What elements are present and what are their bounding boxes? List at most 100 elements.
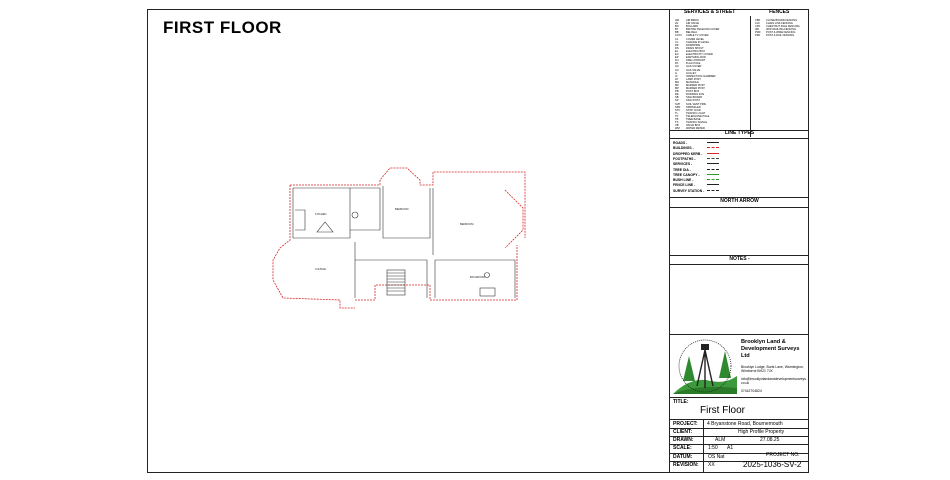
notes-header: NOTES - xyxy=(729,256,750,262)
legend-row: SP SIGN POST xyxy=(675,99,719,102)
legend-code: CPF xyxy=(755,25,761,29)
legend-code: CBF xyxy=(755,19,761,22)
line-type-sample xyxy=(707,184,719,186)
legend-code: PRF xyxy=(755,34,761,38)
company-phone: 07442704824 xyxy=(741,389,762,393)
theodolite-icon xyxy=(701,344,709,350)
line-type-label: TREE CANOPY - xyxy=(673,172,700,177)
room-label-kitchen: KITCHEN xyxy=(315,212,327,216)
legend-code: G xyxy=(675,71,678,75)
line-type-label: FOOTPATHS - xyxy=(673,156,696,161)
legend-code: DP xyxy=(675,43,679,47)
plan-outer-wall-bottom xyxy=(355,245,518,301)
revision-label: REVISION: xyxy=(673,462,699,468)
legend-code: WM xyxy=(675,127,680,131)
legend-code: SB xyxy=(675,96,679,100)
line-type-label: SURVEY STATION - xyxy=(673,188,705,193)
legend-description: COVER LEVEL xyxy=(686,37,705,41)
company-email[interactable]: info@brooklynlandanddevelopmentsurveys.c… xyxy=(741,377,807,385)
legend-code: PB xyxy=(675,90,679,94)
legend-code: IC xyxy=(675,74,678,78)
legend-description: BELISHA xyxy=(686,31,697,35)
title-value: First Floor xyxy=(700,405,745,416)
legend-code: FP xyxy=(675,62,679,66)
plan-outer-wall-left xyxy=(272,185,355,309)
line-type-label: BUILDINGS - xyxy=(673,146,694,151)
legend-code: BT xyxy=(675,28,679,32)
legend-description: CHESTNUT PALE FENCING xyxy=(766,25,800,29)
legend-description: GAS COVER xyxy=(686,65,702,69)
legend-description: TRAFFIC SIGNAL xyxy=(686,121,708,125)
project-no-label: PROJECT NO. xyxy=(766,452,800,458)
legend-code: MH xyxy=(675,80,680,84)
legend-code: BO xyxy=(675,25,679,29)
revision-value: XX xyxy=(708,462,715,468)
datum-label: DATUM: xyxy=(673,454,693,460)
line-type-sample xyxy=(707,157,719,160)
legend-code: SP xyxy=(675,99,679,103)
legend-description: RODDING EYE xyxy=(686,93,705,97)
line-type-row: BUILDINGS - xyxy=(673,146,719,151)
legend-description: MARKER POST xyxy=(686,87,705,91)
legend-row: TS TRAFFIC SIGNAL xyxy=(675,121,719,124)
legend-row: MK MARKER POST xyxy=(675,84,719,87)
legend-row: EL ELECTRIC BOX xyxy=(675,50,719,53)
legend-description: SIGN POST xyxy=(686,99,701,103)
legend-row: GC GAS COVER xyxy=(675,65,719,68)
logo-ring xyxy=(678,339,732,393)
line-type-sample xyxy=(707,168,719,171)
legend-row: DP DOWNPIPE xyxy=(675,44,719,47)
legend-description: DOWNPIPE xyxy=(686,43,701,47)
legend-code: SVP xyxy=(675,102,681,106)
legend-code: EL xyxy=(675,49,679,53)
title-label: TITLE: xyxy=(673,399,689,405)
legend-description: EARTHING ROD xyxy=(686,56,706,60)
room-label-bedroom-1: BEDROOM xyxy=(395,207,408,211)
line-types-header: LINE TYPES xyxy=(724,130,755,136)
legend-description: CLOSE BOARD FENCING xyxy=(766,19,798,22)
legend-code: CL xyxy=(675,37,679,41)
legend-description: POST BOX xyxy=(686,90,700,94)
legend-code: CLF xyxy=(755,22,760,26)
room-label-bedroom-2: BEDROOM xyxy=(460,222,473,226)
client-label: CLIENT: xyxy=(673,429,693,435)
legend-description: TRAFFIC LIGHT xyxy=(686,111,706,115)
legend-description: DRAIN SPOUT xyxy=(686,46,704,50)
plan-inner-walls xyxy=(292,186,516,298)
legend-description: FIRE HYDRANT xyxy=(686,59,706,63)
legend-row: PB POST BOX xyxy=(675,90,719,93)
legend-description: MARKER POST xyxy=(686,83,705,87)
survey-tripod-icon xyxy=(696,349,714,388)
legend-code: TL xyxy=(675,111,679,115)
plan-outer-wall-top xyxy=(290,167,526,238)
legend-code: CATV xyxy=(675,34,682,38)
company-address: Brooklyn Lodge, Burts Lane, Warmington, … xyxy=(741,365,804,373)
legend-code: GC xyxy=(675,65,679,69)
line-type-label: SERVICES - xyxy=(673,162,693,167)
line-type-row: FENCE LINE - xyxy=(673,183,719,187)
legend-row: SVP SOIL VENT PIPE xyxy=(675,103,719,106)
line-type-sample xyxy=(707,179,719,181)
legend-code: TS xyxy=(675,121,679,125)
legend-description: SOIL VENT PIPE xyxy=(686,102,707,106)
legend-description: ELECTRIC BOX xyxy=(686,49,706,53)
drawing-sheet-border xyxy=(147,9,809,473)
project-value: 4 Bryanstone Road, Bournemouth xyxy=(707,421,783,427)
line-type-row: SURVEY STATION - xyxy=(673,188,719,193)
line-type-sample xyxy=(707,189,719,192)
legend-description: GAS VALVE xyxy=(686,68,701,72)
legend-code: MK xyxy=(675,83,679,87)
plan-stair xyxy=(386,269,406,296)
line-type-row: FOOTPATHS - xyxy=(673,156,719,161)
legend-row: CBF CLOSE BOARD FENCING xyxy=(755,19,800,22)
